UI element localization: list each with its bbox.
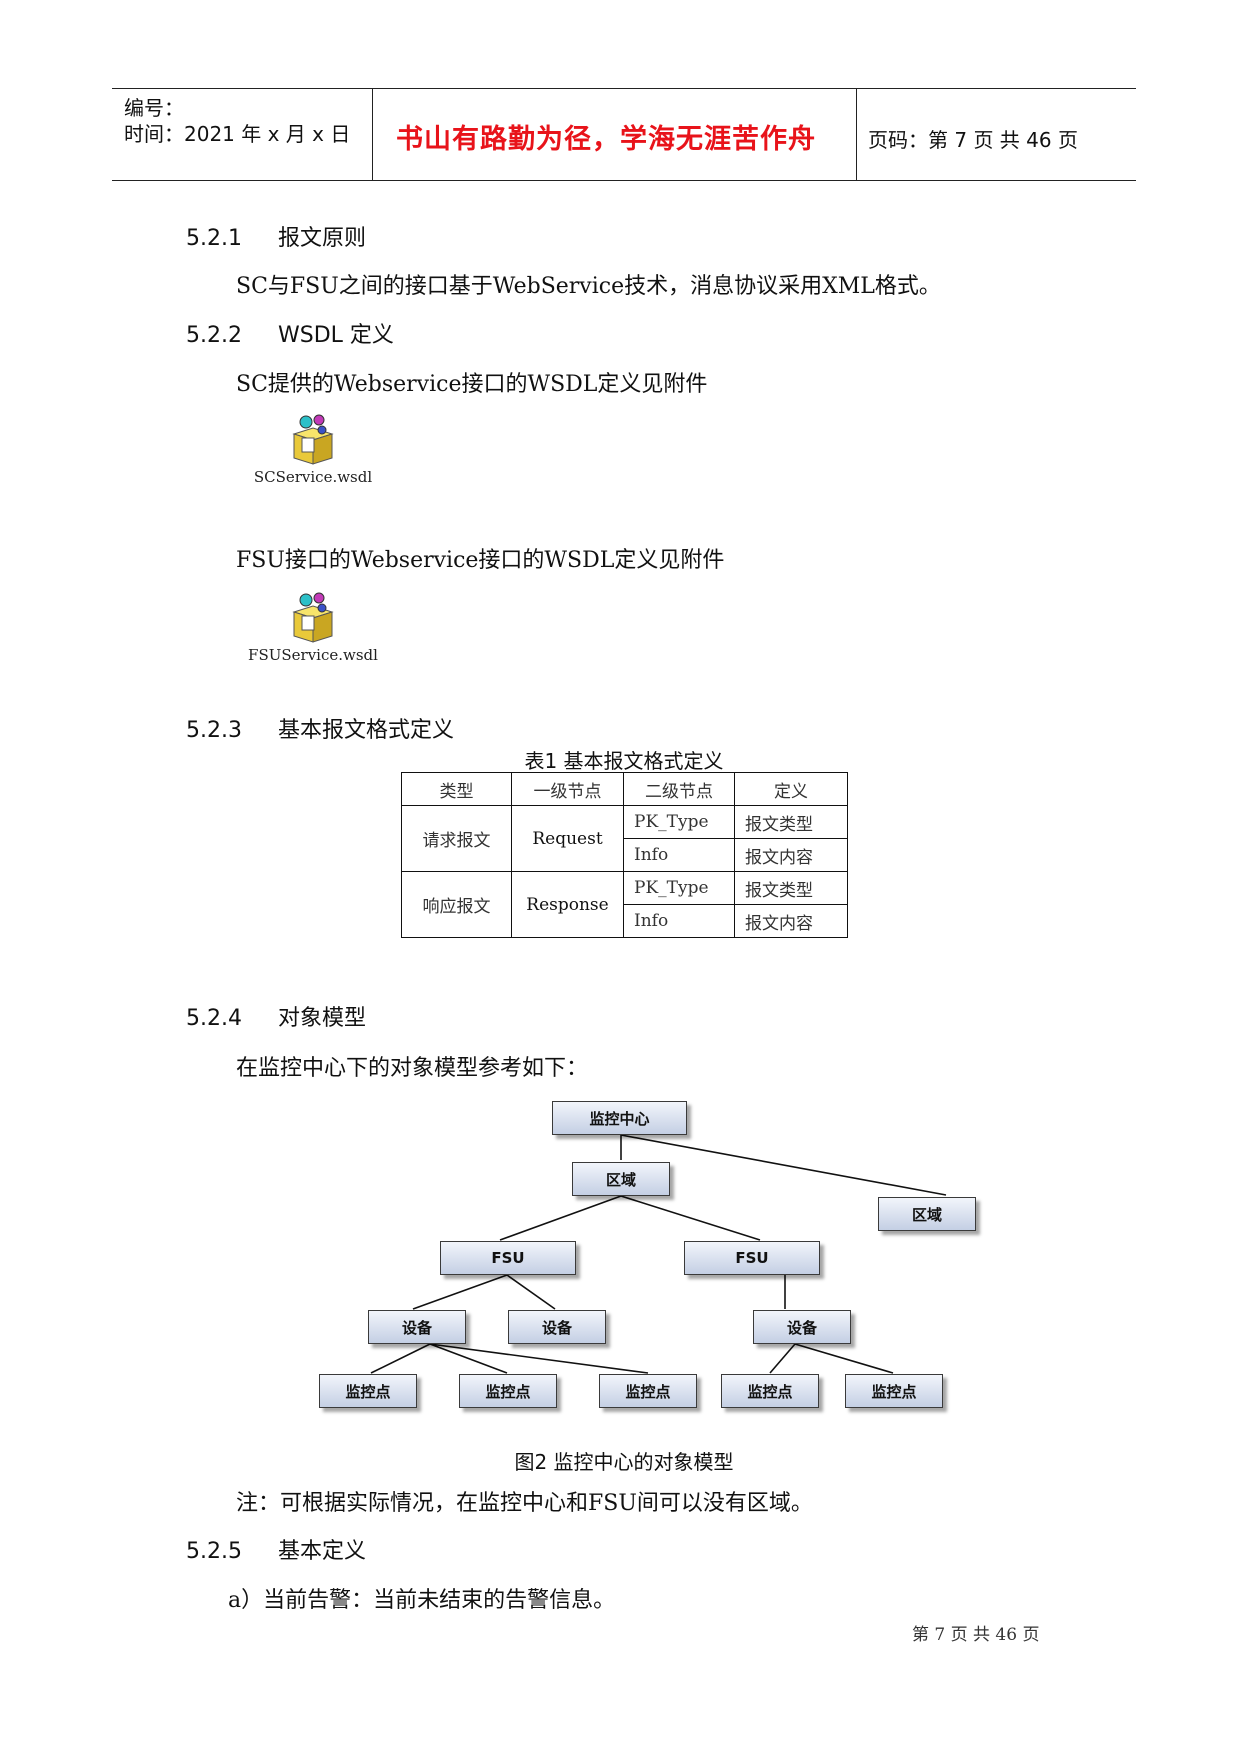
connector-line <box>506 1274 556 1310</box>
header-motto: 书山有路勤为径，学海无涯苦作舟 <box>396 124 816 155</box>
message-format-table: 类型 一级节点 二级节点 定义 请求报文 Request PK_Type 报文类… <box>401 772 848 938</box>
table-header-cell: 定义 <box>734 772 848 806</box>
connector-line <box>429 1343 508 1374</box>
connector-line <box>769 1343 796 1374</box>
section-title: 对象模型 <box>278 1006 367 1031</box>
node-monitor-point: 监控点 <box>721 1374 819 1408</box>
section-5-2-1-text: SC与FSU之间的接口基于WebService技术，消息协议采用XML格式。 <box>236 274 941 299</box>
table-cell-def: 报文类型 <box>734 805 848 839</box>
package-icon[interactable] <box>286 592 340 644</box>
header-divider-2 <box>856 88 857 180</box>
header-page-label: 页码：第 7 页 共 46 页 <box>868 128 1078 152</box>
node-monitor-point: 监控点 <box>845 1374 943 1408</box>
section-number: 5.2.2 <box>186 323 242 348</box>
section-5-2-4-note: 注：可根据实际情况，在监控中心和FSU间可以没有区域。 <box>236 1491 813 1516</box>
connector-line <box>370 1343 431 1374</box>
section-title: WSDL 定义 <box>278 323 394 348</box>
connector-line <box>794 1343 894 1374</box>
node-monitor-point: 监控点 <box>459 1374 557 1408</box>
section-title: 基本定义 <box>278 1539 367 1564</box>
header-top-rule <box>112 88 1136 89</box>
section-5-2-2-text-2: FSU接口的Webservice接口的WSDL定义见附件 <box>236 548 725 573</box>
section-5-2-2-heading: 5.2.2 WSDL 定义 <box>186 317 394 349</box>
node-region: 区域 <box>878 1197 976 1231</box>
table-row: 响应报文 Response PK_Type 报文类型 <box>401 871 848 938</box>
table-cell-node2: PK_Type <box>623 871 735 905</box>
connector-line <box>620 1134 947 1196</box>
node-device: 设备 <box>753 1310 851 1344</box>
section-title: 基本报文格式定义 <box>278 718 455 743</box>
node-monitoring-center: 监控中心 <box>552 1101 687 1135</box>
section-5-2-4-text: 在监控中心下的对象模型参考如下： <box>236 1056 589 1081</box>
figure-caption: 图2 监控中心的对象模型 <box>514 1450 734 1474</box>
section-number: 5.2.4 <box>186 1006 242 1031</box>
node-device: 设备 <box>508 1310 606 1344</box>
header-divider-1 <box>372 88 373 180</box>
section-5-2-5-item-a: a）当前告警：当前未结束的告警信息。 <box>228 1588 616 1613</box>
table-row: Info 报文内容 <box>402 838 848 872</box>
table-caption: 表1 基本报文格式定义 <box>524 749 724 773</box>
section-title: 报文原则 <box>278 226 367 251</box>
table-cell-type: 请求报文 <box>401 805 512 872</box>
connector-line <box>429 1343 649 1374</box>
table-row: Info 报文内容 <box>402 904 848 938</box>
connector-line <box>620 1195 761 1241</box>
attachment-filename[interactable]: SCService.wsdl <box>253 468 373 486</box>
table-cell-node1: Response <box>511 871 624 938</box>
section-5-2-4-heading: 5.2.4 对象模型 <box>186 1000 366 1032</box>
header-bottom-rule <box>112 180 1136 181</box>
table-row: 请求报文 Request PK_Type 报文类型 <box>401 805 848 872</box>
table-cell-node1: Request <box>511 805 624 872</box>
node-fsu: FSU <box>684 1241 820 1275</box>
table-cell-def: 报文内容 <box>734 904 848 938</box>
section-number: 5.2.1 <box>186 226 242 251</box>
page-footer: 第 7 页 共 46 页 <box>912 1625 1040 1645</box>
section-5-2-3-heading: 5.2.3 基本报文格式定义 <box>186 712 454 744</box>
table-cell-node2: Info <box>623 838 735 872</box>
section-number: 5.2.3 <box>186 718 242 743</box>
header-time-label: 时间：2021 年 x 月 x 日 <box>124 122 351 146</box>
header-number-label: 编号： <box>124 96 184 120</box>
table-header-row: 类型 一级节点 二级节点 定义 <box>401 772 848 806</box>
attachment-filename[interactable]: FSUService.wsdl <box>248 646 378 664</box>
section-5-2-5-heading: 5.2.5 基本定义 <box>186 1533 366 1565</box>
node-region: 区域 <box>572 1162 670 1196</box>
node-device: 设备 <box>368 1310 466 1344</box>
table-cell-def: 报文类型 <box>734 871 848 905</box>
table-cell-def: 报文内容 <box>734 838 848 872</box>
connector-line <box>412 1274 508 1310</box>
section-5-2-1-heading: 5.2.1 报文原则 <box>186 220 366 252</box>
connector-line <box>499 1195 622 1241</box>
node-monitor-point: 监控点 <box>319 1374 417 1408</box>
section-5-2-2-text-1: SC提供的Webservice接口的WSDL定义见附件 <box>236 372 708 397</box>
node-monitor-point: 监控点 <box>599 1374 697 1408</box>
package-icon[interactable] <box>286 414 340 466</box>
table-cell-node2: Info <box>623 904 735 938</box>
table-header-cell: 二级节点 <box>623 772 735 806</box>
node-fsu: FSU <box>440 1241 576 1275</box>
section-number: 5.2.5 <box>186 1539 242 1564</box>
